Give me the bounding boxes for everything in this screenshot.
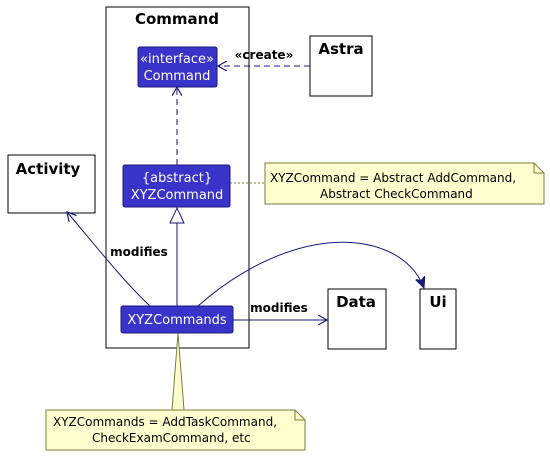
generalization-edge	[169, 206, 185, 306]
interface-command-class[interactable]: «interface» Command	[137, 46, 218, 88]
ui-package-title: Ui	[429, 293, 446, 311]
modifies-activity-edge	[67, 212, 151, 307]
modifies-data-label: modifies	[250, 301, 308, 315]
uses-ui-edge	[197, 241, 424, 307]
xyzcommand-note: XYZCommand = Abstract AddCommand, Abstra…	[264, 162, 545, 205]
data-package-title: Data	[336, 293, 376, 311]
hollow-triangle-icon	[169, 206, 185, 224]
xyzcommands-class[interactable]: XYZCommands	[120, 305, 234, 334]
activity-package: Activity	[7, 154, 96, 214]
xyzcommands-name: XYZCommands	[127, 313, 227, 328]
create-label: «create»	[235, 48, 294, 62]
xyzcommands-note-line1: XYZCommands = AddTaskCommand,	[53, 415, 277, 429]
abstract-xyzcommand-class[interactable]: {abstract} XYZCommand	[122, 164, 231, 208]
interface-command-name: Command	[144, 69, 211, 84]
interface-command-stereotype: «interface»	[140, 52, 214, 67]
abstract-xyzcommand-stereotype: {abstract}	[142, 171, 212, 186]
xyzcommand-note-line1: XYZCommand = Abstract AddCommand,	[270, 171, 516, 185]
ui-package: Ui	[419, 288, 457, 350]
activity-package-title: Activity	[16, 160, 81, 178]
abstract-xyzcommand-name: XYZCommand	[131, 188, 224, 203]
astra-package: Astra	[309, 35, 373, 97]
modifies-activity-label: modifies	[110, 245, 168, 259]
xyzcommand-note-line2: Abstract CheckCommand	[320, 187, 473, 201]
command-package-title: Command	[135, 10, 219, 28]
data-package: Data	[327, 288, 387, 350]
astra-package-title: Astra	[318, 40, 363, 58]
xyzcommands-note-line2: CheckExamCommand, etc	[92, 431, 251, 445]
xyzcommands-note: XYZCommands = AddTaskCommand, CheckExamC…	[45, 409, 306, 451]
